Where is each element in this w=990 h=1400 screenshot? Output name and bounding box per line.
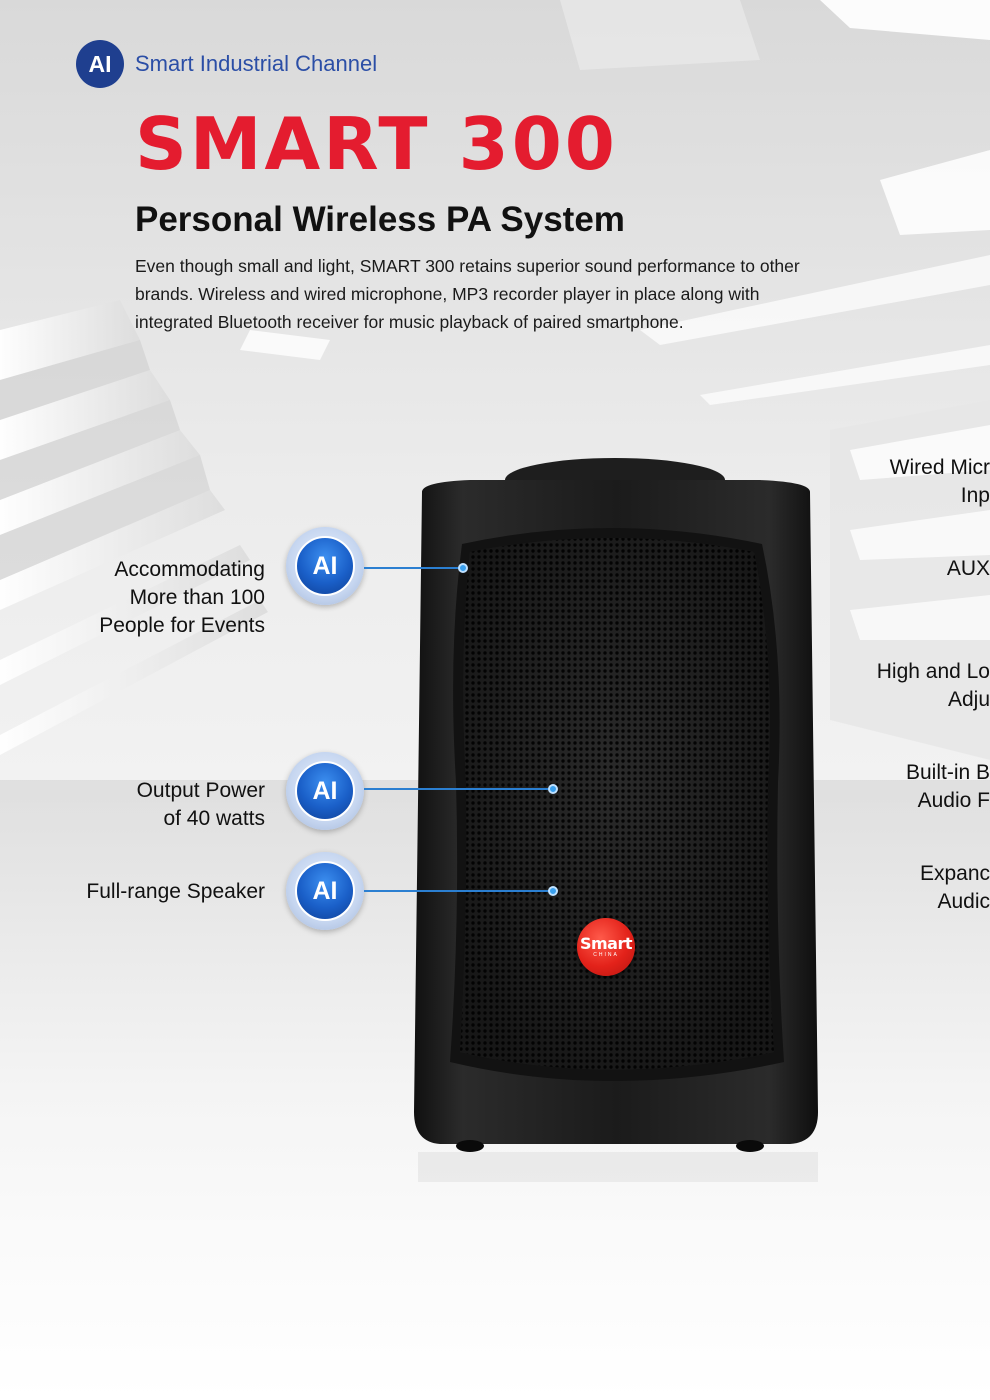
ai-logo-icon: AI	[76, 40, 124, 88]
description-line: brands. Wireless and wired microphone, M…	[135, 284, 760, 304]
feature-full-range-label: Full-range Speaker	[86, 880, 265, 903]
feature-aux-label: AUX	[946, 557, 990, 580]
product-title: SMART 300	[135, 102, 618, 186]
connector-line	[364, 890, 550, 892]
product-description: Even though small and light, SMART 300 r…	[135, 252, 855, 336]
connector-line	[364, 788, 550, 790]
ai-badge-icon: AI	[286, 852, 364, 930]
connector-line	[364, 567, 460, 569]
description-line: Even though small and light, SMART 300 r…	[135, 256, 800, 276]
channel-name: Smart Industrial Channel	[135, 51, 378, 76]
logo-subtext: CHINA	[593, 952, 619, 958]
connector-dot	[548, 886, 558, 896]
feature-capacity-label: Accommodating More than 100 People for E…	[99, 558, 265, 637]
description-line: integrated Bluetooth receiver for music …	[135, 312, 684, 332]
ai-badge-icon: AI	[286, 752, 364, 830]
feature-output-power-label: Output Power of 40 watts	[136, 779, 265, 830]
product-subtitle: Personal Wireless PA System	[135, 200, 625, 239]
feature-bluetooth-label: Built-in B Audio F	[905, 761, 990, 812]
speaker-image: Smart CHINA	[410, 452, 820, 1182]
channel-header: AI Smart Industrial Channel	[76, 40, 377, 88]
connector-dot	[458, 563, 468, 573]
feature-wired-mic-label: Wired Micr Inp	[889, 456, 990, 507]
connector-dot	[548, 784, 558, 794]
feature-eq-label: High and Lo Adju	[876, 660, 990, 711]
smart-logo: Smart CHINA	[577, 918, 635, 976]
ai-badge-icon: AI	[286, 527, 364, 605]
logo-text: Smart	[579, 934, 633, 953]
feature-expand-audio-label: Expanc Audic	[919, 862, 990, 913]
